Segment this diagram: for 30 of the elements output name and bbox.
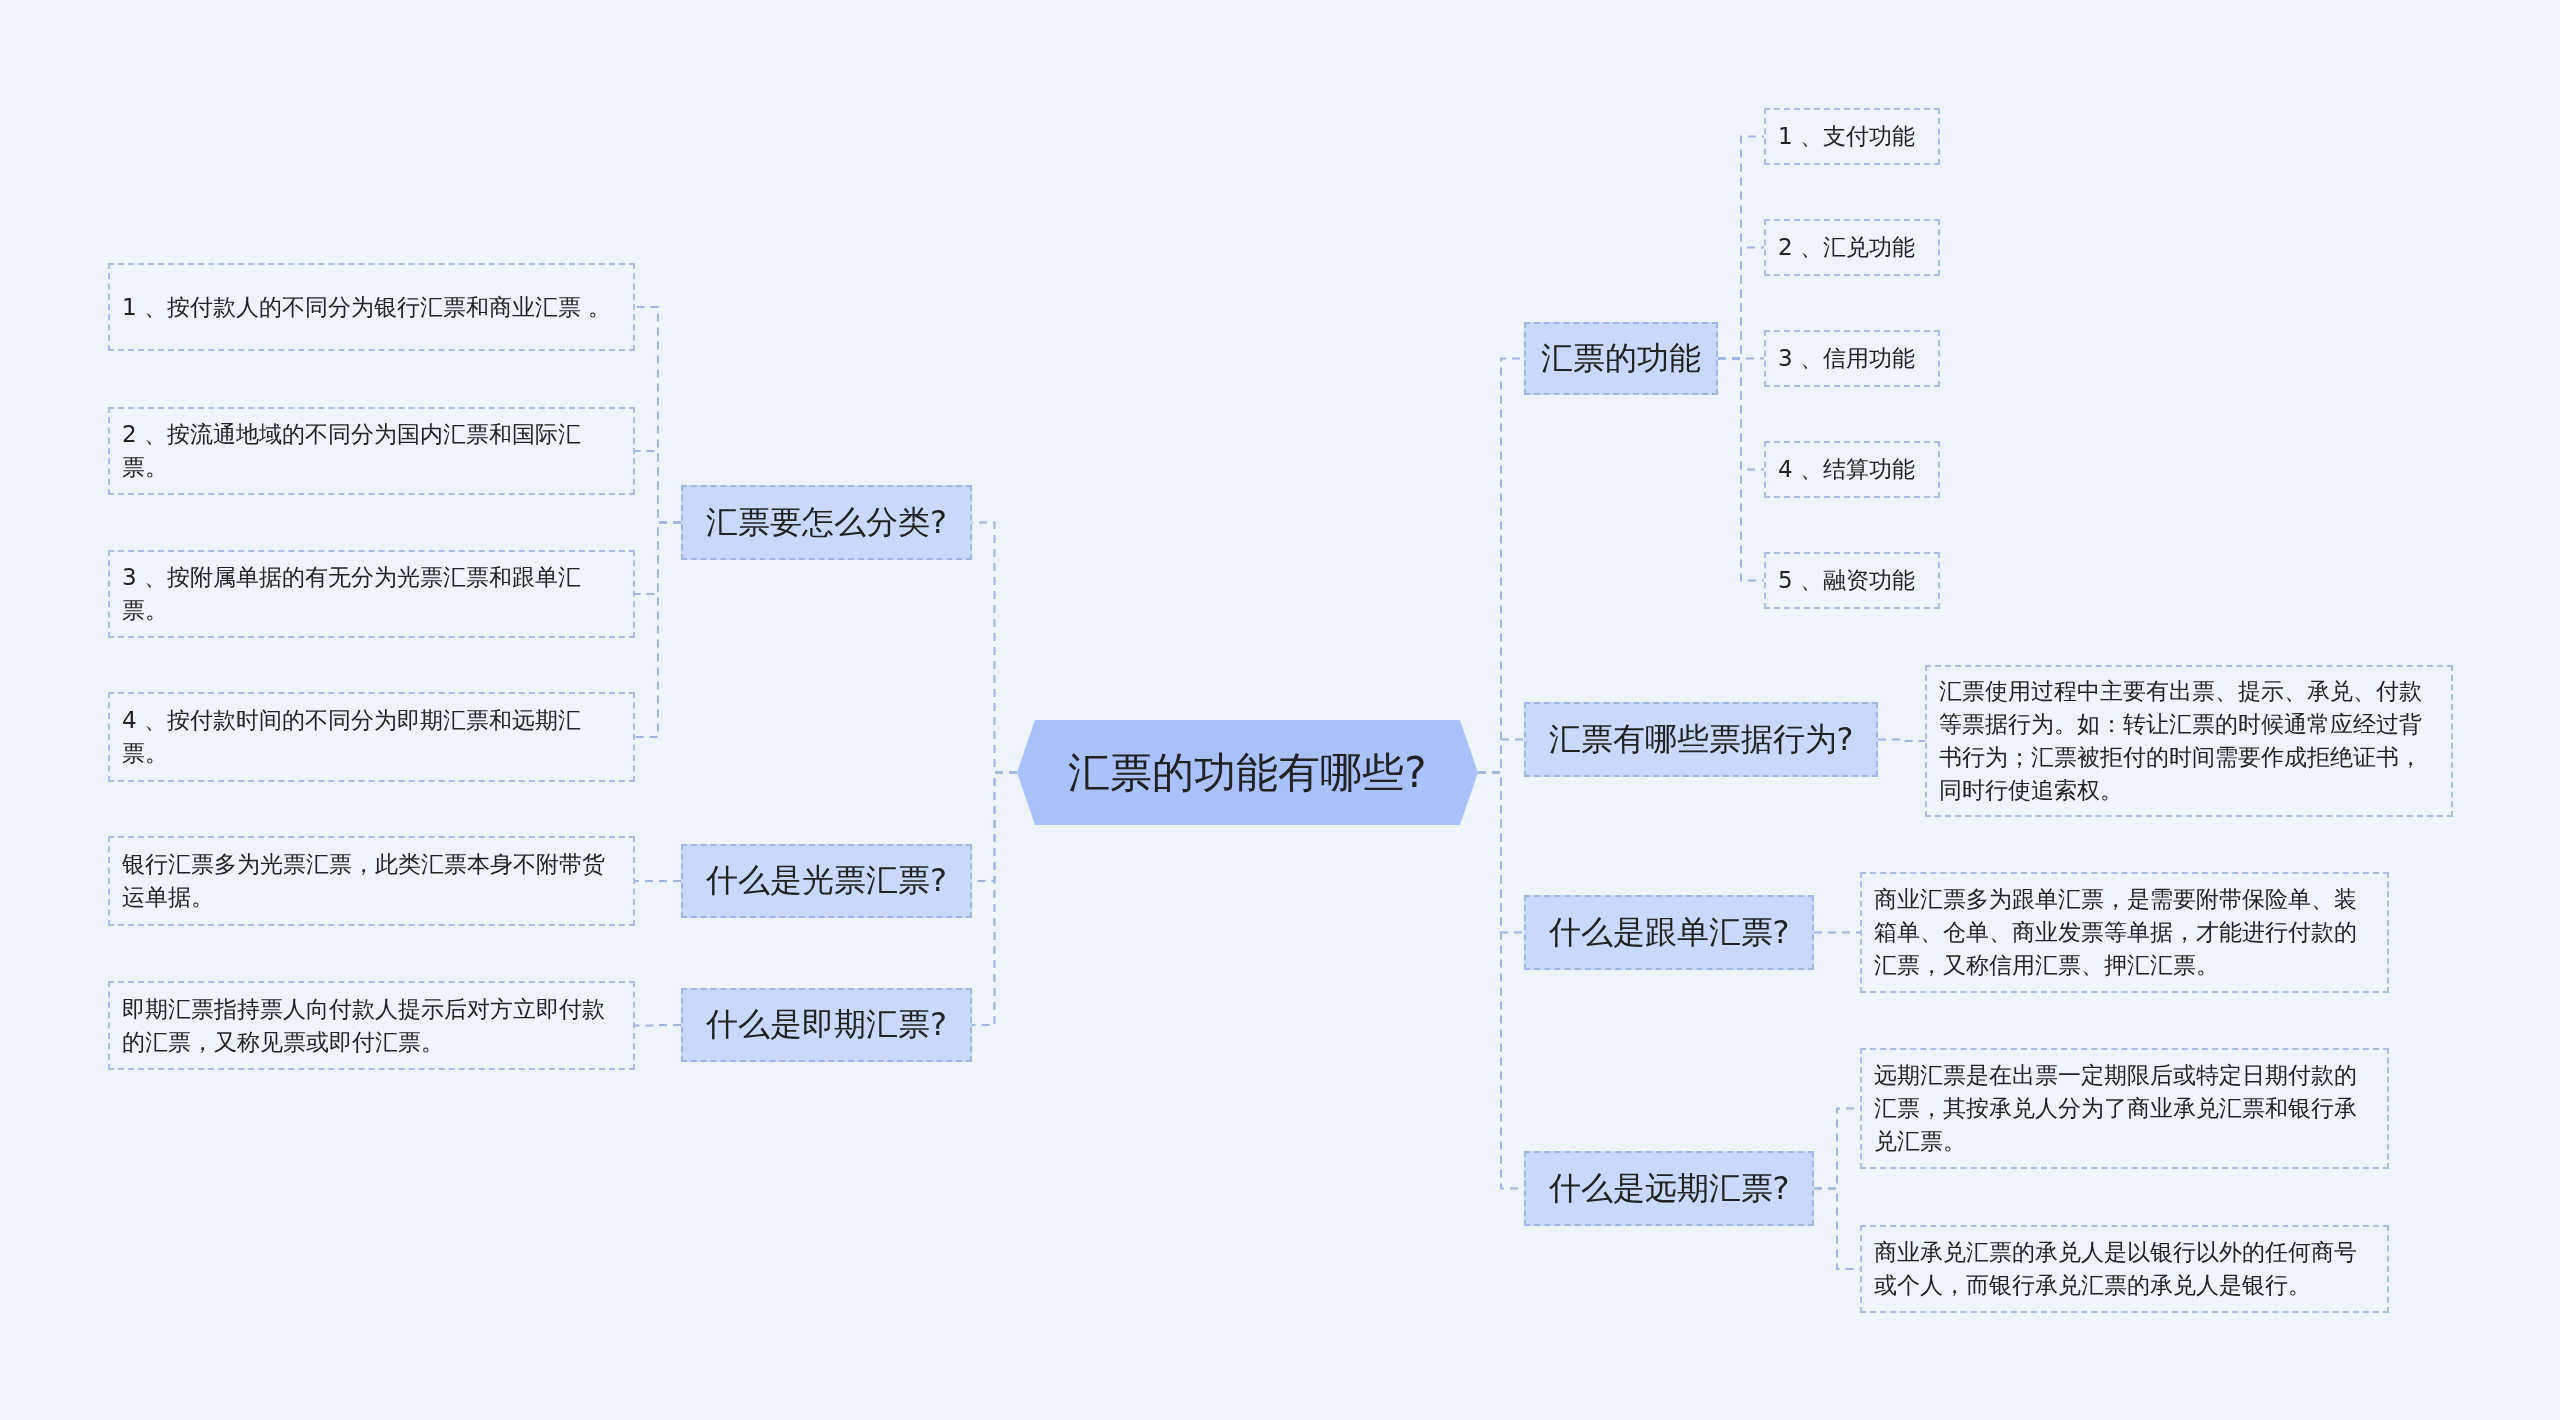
subtopic-box: 银行汇票多为光票汇票，此类汇票本身不附带货运单据。 xyxy=(108,836,635,926)
connector xyxy=(1813,931,1861,934)
connector xyxy=(634,1024,682,1027)
subtopic-box: 4 、结算功能 xyxy=(1764,441,1940,498)
subtopic-box: 1 、支付功能 xyxy=(1764,108,1940,165)
connector xyxy=(971,771,1018,1026)
connector xyxy=(634,880,682,882)
subtopic-box: 2 、汇兑功能 xyxy=(1764,219,1940,276)
topic-box: 汇票有哪些票据行为? xyxy=(1524,702,1878,777)
topic-box: 什么是光票汇票? xyxy=(681,844,972,918)
topic-box: 汇票的功能 xyxy=(1524,322,1718,395)
subtopic-box: 1 、按付款人的不同分为银行汇票和商业汇票 。 xyxy=(108,263,635,351)
subtopic-box: 汇票使用过程中主要有出票、提示、承兑、付款等票据行为。如：转让汇票的时候通常应经过背书行为；汇票被拒付的时间需要作成拒绝证书，同时行使追索权。 xyxy=(1925,665,2453,817)
subtopic-box: 2 、按流通地域的不同分为国内汇票和国际汇票。 xyxy=(108,407,635,495)
subtopic-box: 商业汇票多为跟单汇票，是需要附带保险单、装箱单、仓单、商业发票等单据，才能进行付款的汇票，又称信用汇票、押汇汇票。 xyxy=(1860,872,2389,993)
subtopic-box: 商业承兑汇票的承兑人是以银行以外的任何商号或个人，而银行承兑汇票的承兑人是银行。 xyxy=(1860,1225,2389,1313)
subtopic-box: 3 、按附属单据的有无分为光票汇票和跟单汇票。 xyxy=(108,550,635,638)
subtopic-box: 3 、信用功能 xyxy=(1764,330,1940,387)
connector xyxy=(1877,738,1926,742)
topic-box: 汇票要怎么分类? xyxy=(681,485,972,560)
topic-box: 什么是跟单汇票? xyxy=(1524,895,1814,970)
connector xyxy=(634,521,682,738)
subtopic-box: 4 、按付款时间的不同分为即期汇票和远期汇票。 xyxy=(108,692,635,782)
central-topic: 汇票的功能有哪些? xyxy=(1017,720,1478,825)
topic-box: 什么是远期汇票? xyxy=(1524,1151,1814,1226)
connector xyxy=(1717,357,1765,582)
subtopic-box: 5 、融资功能 xyxy=(1764,552,1940,609)
subtopic-box: 远期汇票是在出票一定期限后或特定日期付款的汇票，其按承兑人分为了商业承兑汇票和银行承兑汇票。 xyxy=(1860,1048,2389,1169)
subtopic-box: 即期汇票指持票人向付款人提示后对方立即付款的汇票，又称见票或即付汇票。 xyxy=(108,981,635,1070)
topic-box: 什么是即期汇票? xyxy=(681,988,972,1062)
